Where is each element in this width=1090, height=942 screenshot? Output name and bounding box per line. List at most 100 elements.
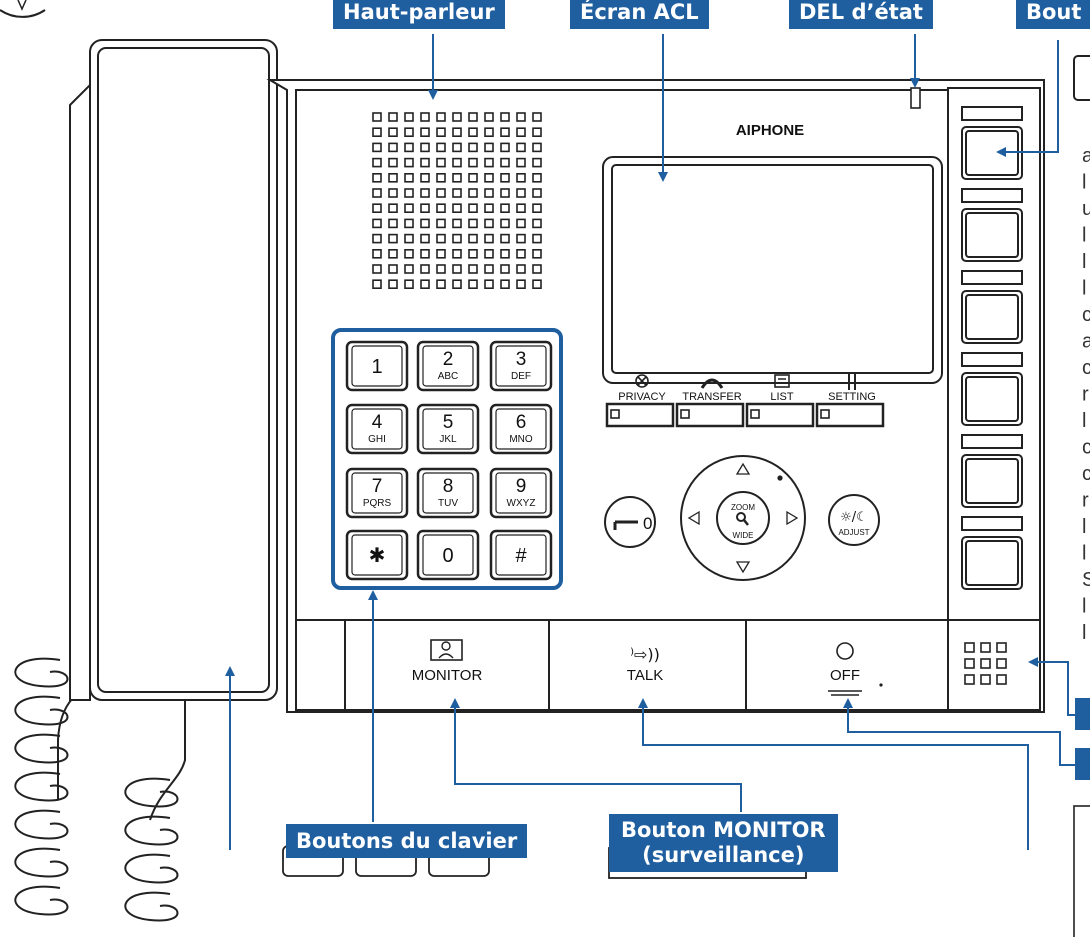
callout-tabs: [1075, 698, 1090, 780]
station-button[interactable]: [961, 270, 1023, 344]
side-text-char: l: [1082, 410, 1086, 432]
up-arrow-icon: [735, 462, 751, 475]
callout-led: DEL d’état: [789, 0, 933, 29]
monitor-button[interactable]: MONITOR: [412, 639, 483, 684]
svg-text:PQRS: PQRS: [363, 498, 392, 509]
svg-text:MNO: MNO: [509, 434, 533, 445]
side-text-char: c: [1082, 437, 1090, 459]
side-text-char: l: [1082, 278, 1086, 300]
side-text-char: l: [1082, 172, 1086, 194]
svg-text:8: 8: [443, 476, 454, 497]
keypad-key[interactable]: #: [489, 529, 553, 581]
callout-lcd: Écran ACL: [570, 0, 709, 29]
svg-text:2: 2: [443, 349, 454, 370]
side-text-char: S: [1082, 569, 1090, 591]
station-button[interactable]: [961, 188, 1023, 262]
down-arrow-icon: [735, 561, 751, 574]
function-button-privacy[interactable]: PRIVACY: [605, 374, 675, 428]
transfer-icon: [700, 378, 724, 389]
off-button[interactable]: OFF: [828, 642, 883, 696]
keypad-key[interactable]: 1: [345, 340, 409, 392]
off-led-icon: [836, 642, 854, 660]
svg-text:4: 4: [372, 412, 383, 433]
door-release-button[interactable]: 0: [604, 496, 656, 548]
svg-text:0: 0: [442, 545, 453, 567]
handset-cord: [14, 657, 186, 922]
svg-text:DEF: DEF: [511, 371, 531, 382]
svg-text:MONITOR: MONITOR: [412, 667, 483, 684]
side-text-char: c: [1082, 357, 1090, 379]
left-arrow-icon: [687, 510, 700, 526]
side-text-char: l: [1082, 596, 1086, 618]
svg-text:#: #: [515, 545, 527, 567]
svg-text:JKL: JKL: [439, 434, 457, 445]
svg-text:ADJUST: ADJUST: [838, 528, 869, 537]
svg-text:1: 1: [371, 356, 382, 378]
svg-text:3: 3: [516, 349, 527, 370]
status-led: [910, 87, 921, 109]
keypad-key[interactable]: 0: [416, 529, 480, 581]
callout-monitor-line1: Bouton MONITOR: [621, 818, 826, 842]
setting-icon: [848, 374, 856, 390]
side-panel-box: [1073, 55, 1090, 101]
zoom-icon: [736, 512, 746, 522]
side-text-char: l: [1082, 225, 1086, 247]
station-button[interactable]: [961, 434, 1023, 508]
svg-text:6: 6: [516, 412, 527, 433]
svg-text:TRANSFER: TRANSFER: [682, 391, 741, 403]
function-button-transfer[interactable]: TRANSFER: [675, 378, 745, 428]
callout-speaker: Haut-parleur: [333, 0, 505, 29]
zoom-label: ZOOM: [731, 503, 755, 512]
svg-text:5: 5: [443, 412, 454, 433]
wide-label: WIDE: [733, 531, 754, 540]
svg-text:✱: ✱: [369, 545, 386, 567]
list-icon: [774, 374, 790, 388]
side-text-char: l: [1082, 622, 1086, 644]
brand-logo: AIPHONE: [736, 122, 804, 139]
svg-text:ABC: ABC: [438, 371, 459, 382]
adjust-button[interactable]: ☼/☾ ADJUST: [828, 494, 880, 546]
microphone-grille: [964, 642, 1007, 685]
key-icon: [613, 520, 638, 530]
callout-right-button: Bout: [1016, 0, 1090, 29]
callout-monitor: Bouton MONITOR (surveillance): [609, 814, 838, 872]
side-text-char: a: [1082, 145, 1090, 167]
dpad[interactable]: [680, 455, 806, 581]
keypad-key[interactable]: ✱: [345, 529, 409, 581]
speaker-grille: [372, 112, 542, 290]
side-text-char: c: [1082, 463, 1090, 485]
svg-text:LIST: LIST: [770, 391, 794, 403]
talk-button[interactable]: ⁾⇨)) TALK: [627, 645, 663, 684]
side-text-char: a: [1082, 331, 1090, 353]
svg-text:SETTING: SETTING: [828, 391, 876, 403]
side-text-char: u: [1082, 198, 1090, 220]
svg-text:WXYZ: WXYZ: [507, 498, 536, 509]
station-button[interactable]: [961, 352, 1023, 426]
station-button[interactable]: [961, 516, 1023, 590]
privacy-icon: [635, 374, 649, 388]
side-text-char: c: [1082, 304, 1090, 326]
function-button-setting[interactable]: SETTING: [815, 374, 885, 428]
side-text-char: l: [1082, 251, 1086, 273]
svg-text:PRIVACY: PRIVACY: [618, 391, 666, 403]
callout-lines: [225, 34, 1075, 850]
svg-text:7: 7: [372, 476, 383, 497]
svg-text:TUV: TUV: [438, 498, 458, 509]
keypad-highlight: [331, 328, 563, 590]
right-arrow-icon: [786, 510, 799, 526]
lcd-screen: [602, 156, 943, 384]
side-text-char: r: [1082, 490, 1089, 512]
person-icon: [441, 641, 451, 651]
function-button-list[interactable]: LIST: [745, 374, 815, 428]
